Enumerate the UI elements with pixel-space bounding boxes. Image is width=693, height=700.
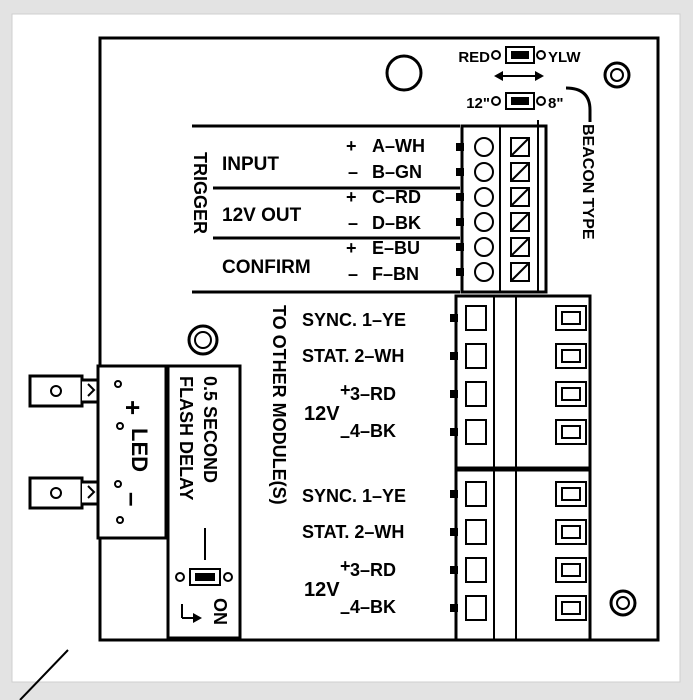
mounting-hole-top-right [603,61,631,89]
module1-pin4-label: 4–BK [350,421,396,441]
led-minus-sign: – [118,492,148,506]
flash-delay-line2: FLASH DELAY [176,376,196,500]
module1-pin3-label: 3–RD [350,384,396,404]
module2-stat-label: STAT. 2–WH [302,522,404,542]
pin-sign-d: – [348,213,358,233]
pin-label-f: F–BN [372,264,419,284]
other-modules-label: TO OTHER MODULE(S) [269,305,289,505]
switch-label-12in: 12" [466,95,490,112]
pin-label-b: B–GN [372,162,422,182]
module1-plus: + [340,380,351,400]
module1-stat-label: STAT. 2–WH [302,346,404,366]
beacon-leader-line [565,86,592,122]
switch-label-red: RED [458,49,490,66]
pin-sign-e: + [346,238,357,258]
switch-label-8in: 8" [548,95,563,112]
module2-12v-label: 12V [304,579,340,601]
pin-sign-f: – [348,264,358,284]
module2-pin4-label: 4–BK [350,597,396,617]
pin-label-a: A–WH [372,136,425,156]
pin-sign-a: + [346,136,357,156]
module2-minus: – [340,602,350,622]
led-indicator [187,324,219,356]
flash-delay-jumper[interactable] [175,568,233,586]
beacon-type-label: BEACON TYPE [579,124,596,240]
flash-delay-on-label: ON [210,598,230,625]
flash-delay-box [166,364,242,640]
pin-sign-c: + [346,187,357,207]
double-arrow-icon [494,71,544,81]
module1-sync-label: SYNC. 1–YE [302,310,406,330]
arrow-right-icon [181,604,202,623]
led-label: LED [127,428,152,472]
led-terminal-housing [96,364,168,540]
mounting-hole-top-left [385,54,423,92]
module-connector-2[interactable] [450,468,592,642]
group-label-confirm: CONFIRM [222,257,311,278]
module2-sync-label: SYNC. 1–YE [302,486,406,506]
pin-label-e: E–BU [372,238,420,258]
switch-label-ylw: YLW [548,49,581,66]
pin-label-c: C–RD [372,187,421,207]
module1-12v-label: 12V [304,403,340,425]
pin-sign-b: – [348,162,358,182]
module-connector-1[interactable] [450,294,592,470]
trigger-terminal-block[interactable] [456,120,548,294]
pointer-line [19,649,69,700]
group-label-input: INPUT [222,154,279,175]
beacon-size-switch[interactable] [491,92,546,110]
trigger-label: TRIGGER [190,152,210,234]
module2-pin3-label: 3–RD [350,560,396,580]
flash-delay-line1: 0.5 SECOND [200,376,220,483]
module2-plus: + [340,556,351,576]
led-minus-spade-terminal[interactable] [28,476,102,510]
led-plus-sign: + [118,400,148,415]
mounting-hole-bottom-right [609,589,637,617]
beacon-color-switch[interactable] [491,46,546,64]
group-label-12v-out: 12V OUT [222,205,302,226]
pin-label-d: D–BK [372,213,421,233]
led-plus-spade-terminal[interactable] [28,374,102,408]
module1-minus: – [340,426,350,446]
